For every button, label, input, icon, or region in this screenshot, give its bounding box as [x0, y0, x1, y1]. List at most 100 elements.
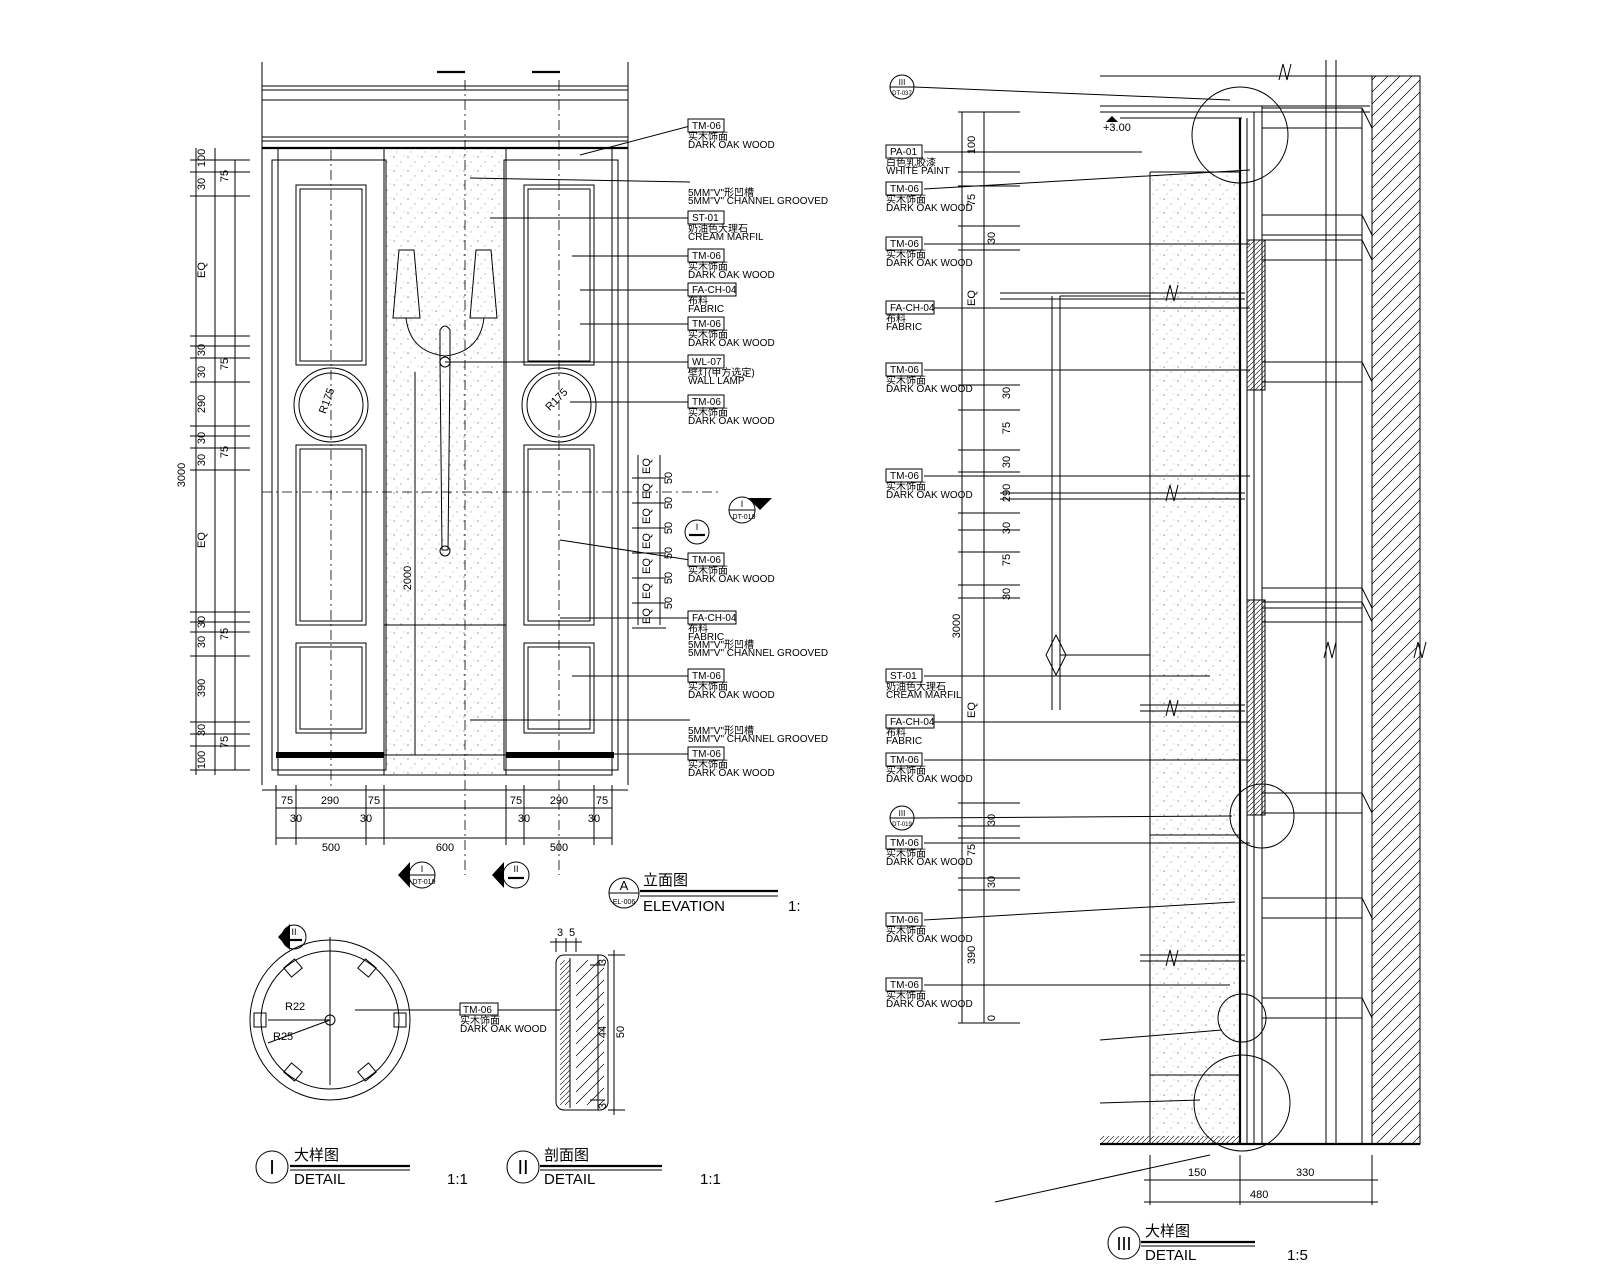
detail-1-ring-profile: II R22 R25 TM-06 实木饰面 DARK OAK WOOD I 大样… — [249, 924, 560, 1188]
detail-3-dim-10: 30 — [1001, 588, 1013, 600]
elevation-right-eq-0: EQ — [641, 458, 653, 474]
detail-2-dim-top-a: 3 — [557, 927, 563, 939]
detail-3-stud-1 — [1261, 214, 1363, 236]
elevation-bottom-dim-a-0: 75 — [281, 795, 293, 807]
detail-1-material-tag: TM-06 实木饰面 DARK OAK WOOD — [459, 1002, 547, 1035]
detail-3-dim-9: 75 — [1001, 554, 1013, 566]
detail-3-leader-10 — [923, 901, 1236, 921]
detail-3-dim-14: 75 — [966, 844, 978, 856]
detail-3-tag-code-8: TM-06 — [890, 755, 919, 766]
detail-3-tag-line-8-0: 实木饰面 — [886, 764, 926, 777]
detail-2-section-profile: 3 5 3 44 3 50 II 剖面图 DETAIL 1:1 — [506, 927, 721, 1188]
detail-3-callout-2-num: III — [899, 809, 906, 818]
detail-1-radius-r22: R22 — [285, 1001, 305, 1013]
elevation-left-dim-2: 75 — [219, 170, 231, 182]
elevation-bottom-dim-a-1: 290 — [321, 795, 339, 807]
detail-3-title-num: III — [1116, 1234, 1131, 1254]
detail-3-tag-line-6-0: 奶油色大理石 — [886, 680, 946, 693]
elevation-total-height: 3000 — [176, 463, 188, 487]
elevation-tag-line-6-0: 壁灯(甲方选定) — [688, 366, 755, 379]
detail-3-tag-code-3: FA-CH-04 — [890, 303, 935, 314]
elevation-tag-line-10-1: DARK OAK WOOD — [688, 690, 775, 701]
detail-3-stud-x-6 — [1361, 792, 1373, 814]
elevation-right-50-0: 50 — [663, 472, 675, 484]
section-marker-4-num: I — [696, 522, 699, 532]
elevation-right-eq-1: EQ — [641, 483, 653, 499]
section-marker-3-ref: DT-019 — [733, 514, 756, 521]
elevation-tag-code-8: TM-06 — [692, 555, 721, 566]
elevation-tag-line-9-3: 5MM"V" CHANNEL GROOVED — [688, 648, 828, 659]
elevation-left-dim-8: 30 — [196, 432, 208, 444]
detail-2-dim-right-a: 3 — [597, 959, 609, 965]
detail-3-callout-1-num: III — [899, 78, 906, 87]
detail-3-tag-line-9-0: 实木饰面 — [886, 847, 926, 860]
detail-3-stud-4 — [1261, 587, 1363, 609]
detail-1-title-en: DETAIL — [294, 1171, 345, 1188]
section-marker-3-num: I — [741, 499, 744, 509]
elevation-right-eq-4: EQ — [641, 558, 653, 574]
detail-2-title-block: II 剖面图 DETAIL 1:1 — [506, 1147, 721, 1188]
radius-label-left: R175 — [317, 387, 337, 416]
detail-3-dim-0: 100 — [966, 136, 978, 154]
detail-2-title-cn: 剖面图 — [544, 1147, 589, 1164]
elevation-tag-line-1-1: 5MM"V" CHANNEL GROOVED — [688, 196, 828, 207]
detail-3-stud-0 — [1261, 107, 1363, 129]
detail-3-stud-8 — [1261, 997, 1363, 1019]
detail-3-tag-line-1-1: DARK OAK WOOD — [886, 203, 973, 214]
detail-1-tag-code: TM-06 — [463, 1005, 492, 1016]
detail-2-dim-total: 50 — [615, 1026, 627, 1038]
radius-label-right: R175 — [543, 386, 570, 413]
elevation-left-dim-9: 30 — [196, 454, 208, 466]
detail-3-callout-1: III DT-037 — [889, 74, 1231, 101]
elevation-right-50-4: 50 — [663, 572, 675, 584]
detail-3-break-mark-0 — [1165, 284, 1179, 302]
detail-3-leader-1 — [923, 169, 1251, 190]
detail-2-title-en: DETAIL — [544, 1171, 595, 1188]
elevation-tag-line-7-0: 实木饰面 — [688, 406, 728, 419]
detail-3-stud-x-7 — [1361, 897, 1373, 919]
detail-3-title-cn: 大样图 — [1145, 1223, 1190, 1240]
elevation-left-dim-18: 100 — [196, 751, 208, 769]
detail-1-tag-en: DARK OAK WOOD — [460, 1024, 547, 1035]
elevation-left-dim-14: 75 — [219, 628, 231, 640]
detail-2-dim-right-b: 44 — [597, 1026, 609, 1038]
detail-3-break-mark-4 — [1323, 641, 1337, 659]
detail-3-level: +3.00 — [1103, 122, 1131, 134]
elevation-right-eq-5: EQ — [641, 583, 653, 599]
detail-3-tag-line-11-1: DARK OAK WOOD — [886, 999, 973, 1010]
elevation-leader-1 — [469, 177, 691, 183]
elevation-bottom-dim-c-1: 600 — [436, 842, 454, 854]
detail-3-tag-line-8-1: DARK OAK WOOD — [886, 774, 973, 785]
elevation-bottom-dim-a-4: 290 — [550, 795, 568, 807]
detail-3-tag-line-7-0: 布料 — [886, 726, 906, 739]
detail-3-tag-code-11: TM-06 — [890, 980, 919, 991]
detail-3-dim-7: 290 — [1001, 484, 1013, 502]
elevation-title-en: ELEVATION — [643, 898, 725, 915]
detail-3-dim-150: 150 — [1188, 1167, 1206, 1179]
left-round-medallion — [293, 367, 369, 443]
detail-3-dim-16: 390 — [966, 946, 978, 964]
detail-3-callout-2: III DT-019 — [889, 805, 1233, 831]
detail-1-marker: II — [278, 924, 307, 950]
elevation-tag-code-6: WL-07 — [692, 357, 722, 368]
detail-3-tag-line-11-0: 实木饰面 — [886, 989, 926, 1002]
detail-2-title-num: II — [517, 1157, 528, 1179]
elevation-leader-0 — [579, 125, 691, 156]
section-marker-2: II — [492, 861, 530, 889]
detail-3-stud-2 — [1261, 239, 1363, 261]
elevation-tag-line-8-1: DARK OAK WOOD — [688, 574, 775, 585]
elevation-bottom-dim-c-2: 500 — [550, 842, 568, 854]
elevation-right-50-2: 50 — [663, 522, 675, 534]
detail-3-break-mark-5 — [1413, 641, 1427, 659]
lamp-height-dim: 2000 — [402, 566, 414, 590]
elevation-tag-line-12-0: 实木饰面 — [688, 758, 728, 771]
wall-lamp — [392, 249, 498, 557]
detail-3-tag-line-9-1: DARK OAK WOOD — [886, 857, 973, 868]
elevation-left-dim-6: 75 — [219, 358, 231, 370]
